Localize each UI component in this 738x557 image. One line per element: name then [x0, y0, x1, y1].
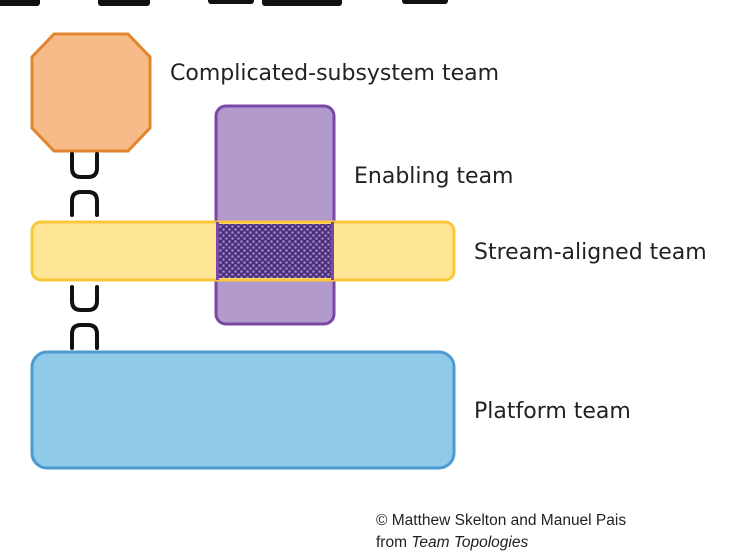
- connector-upper: [70, 152, 99, 217]
- enabling-team-label: Enabling team: [354, 164, 514, 189]
- complicated-subsystem-team-shape: [30, 32, 152, 153]
- credit-line-1: © Matthew Skelton and Manuel Pais: [376, 512, 627, 529]
- connector-lower: [70, 285, 99, 350]
- platform-team-label: Platform team: [474, 399, 631, 424]
- platform-team-shape: [30, 350, 456, 470]
- enabling-team-shape: [214, 104, 336, 326]
- credit-from-prefix: from: [376, 534, 412, 551]
- copyright-credit: © Matthew Skelton and Manuel Pais from T…: [376, 510, 626, 554]
- complicated-subsystem-team-label: Complicated-subsystem team: [170, 61, 499, 86]
- title-fragment: [0, 0, 448, 6]
- stream-aligned-team-label: Stream-aligned team: [474, 240, 707, 265]
- credit-line-2: from Team Topologies: [376, 532, 626, 554]
- credit-source-title: Team Topologies: [411, 534, 529, 551]
- enabling-stream-overlap: [218, 224, 332, 278]
